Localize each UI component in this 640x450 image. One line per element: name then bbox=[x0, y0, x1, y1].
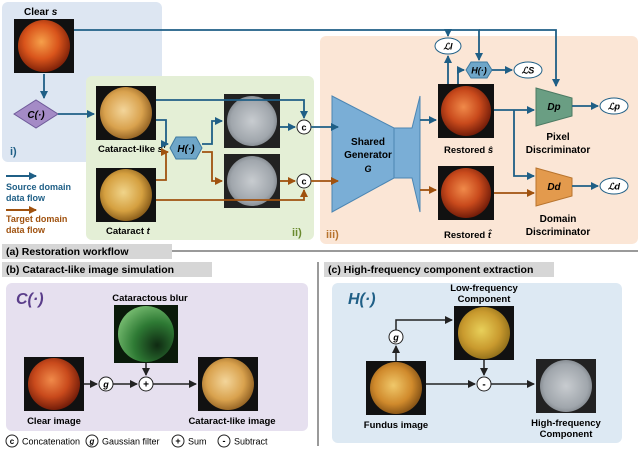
arrow-ct-to-h bbox=[156, 148, 169, 181]
pixel-disc-line1: Pixel bbox=[546, 132, 570, 143]
cataract-like-fundus bbox=[100, 87, 152, 139]
arrow-h-to-hf-s bbox=[202, 117, 223, 145]
legend-plus-symbol-text: + bbox=[175, 436, 180, 446]
region-ii-label: ii) bbox=[292, 227, 302, 239]
cataract-fundus bbox=[100, 169, 152, 221]
sum-op-b-label: + bbox=[143, 380, 149, 391]
caption-c: (c) High-frequency component extraction bbox=[328, 264, 533, 276]
low-fundus bbox=[458, 307, 510, 359]
bottom-legend: c Concatenation g Gaussian filter + Sum … bbox=[5, 434, 268, 448]
caption-c-bg bbox=[324, 262, 554, 277]
clear-label: Clear s bbox=[24, 7, 58, 18]
result-fundus-b bbox=[202, 358, 254, 410]
panel-b-title: C(·) bbox=[16, 291, 44, 308]
arrow-clear-to-dp bbox=[479, 29, 560, 87]
clear-fundus bbox=[18, 20, 70, 72]
low-line1: Low-frequency bbox=[450, 283, 518, 294]
high-fundus bbox=[540, 360, 592, 412]
cataract-like-label: Cataract-like s′ bbox=[98, 144, 166, 155]
legend-plus-text: Sum bbox=[188, 437, 207, 447]
arrow-ct-to-concat bbox=[156, 189, 308, 201]
hf-fundus-target bbox=[227, 156, 277, 206]
cataract-label: Cataract t bbox=[106, 226, 151, 237]
blur-label: Cataractous blur bbox=[112, 293, 188, 304]
hf-fundus-source bbox=[227, 96, 277, 146]
domain-disc-line2: Discriminator bbox=[526, 227, 591, 238]
dd-label: Dd bbox=[547, 182, 561, 193]
c-operator-label: C(·) bbox=[27, 110, 45, 121]
region-i-label: i) bbox=[10, 146, 17, 158]
sub-op-c-label: - bbox=[482, 380, 485, 391]
arrow-cl-to-h bbox=[156, 119, 169, 148]
loss-s-label: ℒS bbox=[522, 66, 535, 76]
panel-c-title: H(·) bbox=[348, 291, 376, 308]
legend-c-symbol-text: c bbox=[10, 437, 15, 446]
h-operator-label: H(·) bbox=[177, 144, 195, 155]
concat-source-label: c bbox=[301, 123, 306, 133]
fundus-c bbox=[370, 362, 422, 414]
loss-d-label: ℒd bbox=[608, 182, 620, 192]
pixel-disc-line2: Discriminator bbox=[526, 145, 591, 156]
generator-line2: Generator bbox=[344, 150, 392, 161]
legend-c-text: Concatenation bbox=[22, 437, 80, 447]
caption-b-bg bbox=[2, 262, 212, 277]
caption-b: (b) Cataract-like image simulation bbox=[6, 264, 174, 276]
loss-s bbox=[513, 61, 543, 79]
legend-g-symbol bbox=[85, 434, 99, 448]
restored-t-label: Restored t̂ bbox=[444, 230, 492, 241]
high-line1: High-frequency bbox=[531, 418, 601, 429]
caption-a: (a) Restoration workflow bbox=[6, 246, 129, 258]
legend-plus-symbol bbox=[171, 434, 185, 448]
h-operator-2-label: H(·) bbox=[471, 66, 487, 76]
legend-target-line2: data flow bbox=[6, 225, 46, 235]
arrow-c-g-low bbox=[395, 316, 453, 330]
domain-disc-line1: Domain bbox=[540, 214, 577, 225]
clear-fundus-b bbox=[28, 358, 80, 410]
restored-s-fundus bbox=[441, 86, 491, 136]
fundus-label-c: Fundus image bbox=[364, 420, 428, 431]
arrow-rs-to-h2 bbox=[457, 66, 465, 84]
generator-sym: G bbox=[364, 164, 371, 174]
legend-c-symbol bbox=[5, 434, 19, 448]
blur-fundus bbox=[118, 306, 174, 362]
legend-minus-symbol bbox=[217, 434, 231, 448]
discriminator-d bbox=[535, 167, 573, 207]
legend-source-line1: Source domain bbox=[6, 182, 71, 192]
discriminator-p bbox=[535, 87, 573, 127]
g-op-c-label: g bbox=[392, 333, 399, 343]
loss-p-label: ℒp bbox=[608, 102, 620, 112]
region-iii-label: iii) bbox=[326, 229, 339, 241]
restored-t-fundus bbox=[441, 168, 491, 218]
generator-line1: Shared bbox=[351, 137, 385, 148]
result-label-b: Cataract-like image bbox=[188, 416, 275, 427]
restored-s-label: Restored ŝ bbox=[444, 145, 493, 156]
legend-target-line1: Target domain bbox=[6, 214, 67, 224]
loss-l-label: ℒl bbox=[444, 42, 453, 52]
shared-generator-right bbox=[393, 95, 421, 213]
legend-source-line2: data flow bbox=[6, 193, 46, 203]
dp-label: Dp bbox=[547, 102, 560, 113]
caption-a-bg bbox=[2, 244, 172, 259]
legend-g-symbol-text: g bbox=[89, 437, 95, 446]
loss-d bbox=[599, 177, 629, 195]
legend-g-text: Gaussian filter bbox=[102, 437, 160, 447]
low-line2: Component bbox=[458, 294, 512, 305]
h-operator bbox=[169, 136, 203, 160]
clear-label-b: Clear image bbox=[27, 416, 81, 427]
arrow-cl-to-concat bbox=[156, 99, 308, 119]
high-line2: Component bbox=[540, 429, 594, 440]
legend-minus-text: Subtract bbox=[234, 437, 268, 447]
concat-target-label: c bbox=[301, 177, 306, 187]
legend-minus-symbol-text: - bbox=[223, 436, 226, 446]
arrow-rs-to-dd bbox=[513, 110, 535, 180]
arrow-h-to-hf-t bbox=[202, 151, 223, 185]
loss-l bbox=[434, 37, 462, 55]
loss-p bbox=[599, 97, 629, 115]
g-op-b-label: g bbox=[102, 380, 109, 390]
